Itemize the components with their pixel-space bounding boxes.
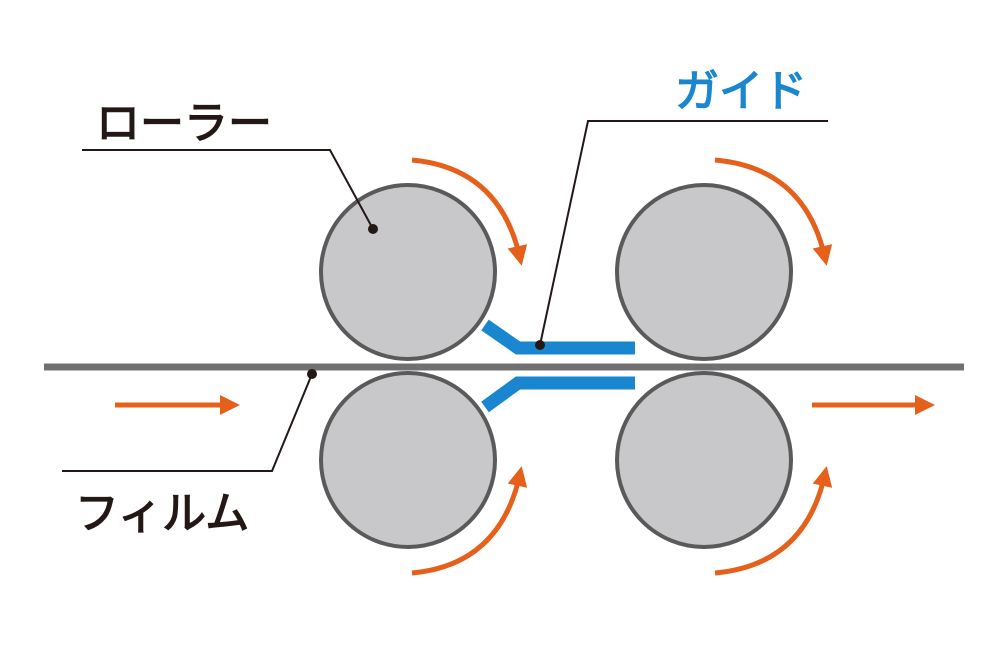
roller-upper-right [615, 183, 793, 361]
roller-lower-right [615, 371, 793, 549]
roller-upper-left [319, 183, 497, 361]
flow-arrows [115, 157, 935, 576]
guide-leader-dot [535, 340, 545, 350]
rotation-arrow-upper-right [714, 157, 833, 266]
guide [481, 319, 635, 413]
rotation-arrow-lower-right [714, 466, 833, 576]
guide-lower-plate [481, 376, 635, 413]
leader-lines [62, 120, 828, 472]
roller-label: ローラー [96, 98, 272, 149]
rotation-arrow-lower-left [411, 466, 528, 576]
rollers [319, 183, 793, 549]
film-label: フィルム [75, 488, 249, 539]
guide-label: ガイド [675, 66, 807, 117]
film-leader-line [62, 373, 313, 472]
rotation-arrow-upper-left [411, 157, 528, 266]
guide-leader-line [539, 120, 828, 346]
guide-upper-plate [481, 319, 635, 355]
roller-lower-left [319, 371, 497, 549]
roller-leader-dot [368, 224, 378, 234]
roller-leader-line [82, 149, 374, 230]
film-leader-dot [307, 369, 317, 379]
